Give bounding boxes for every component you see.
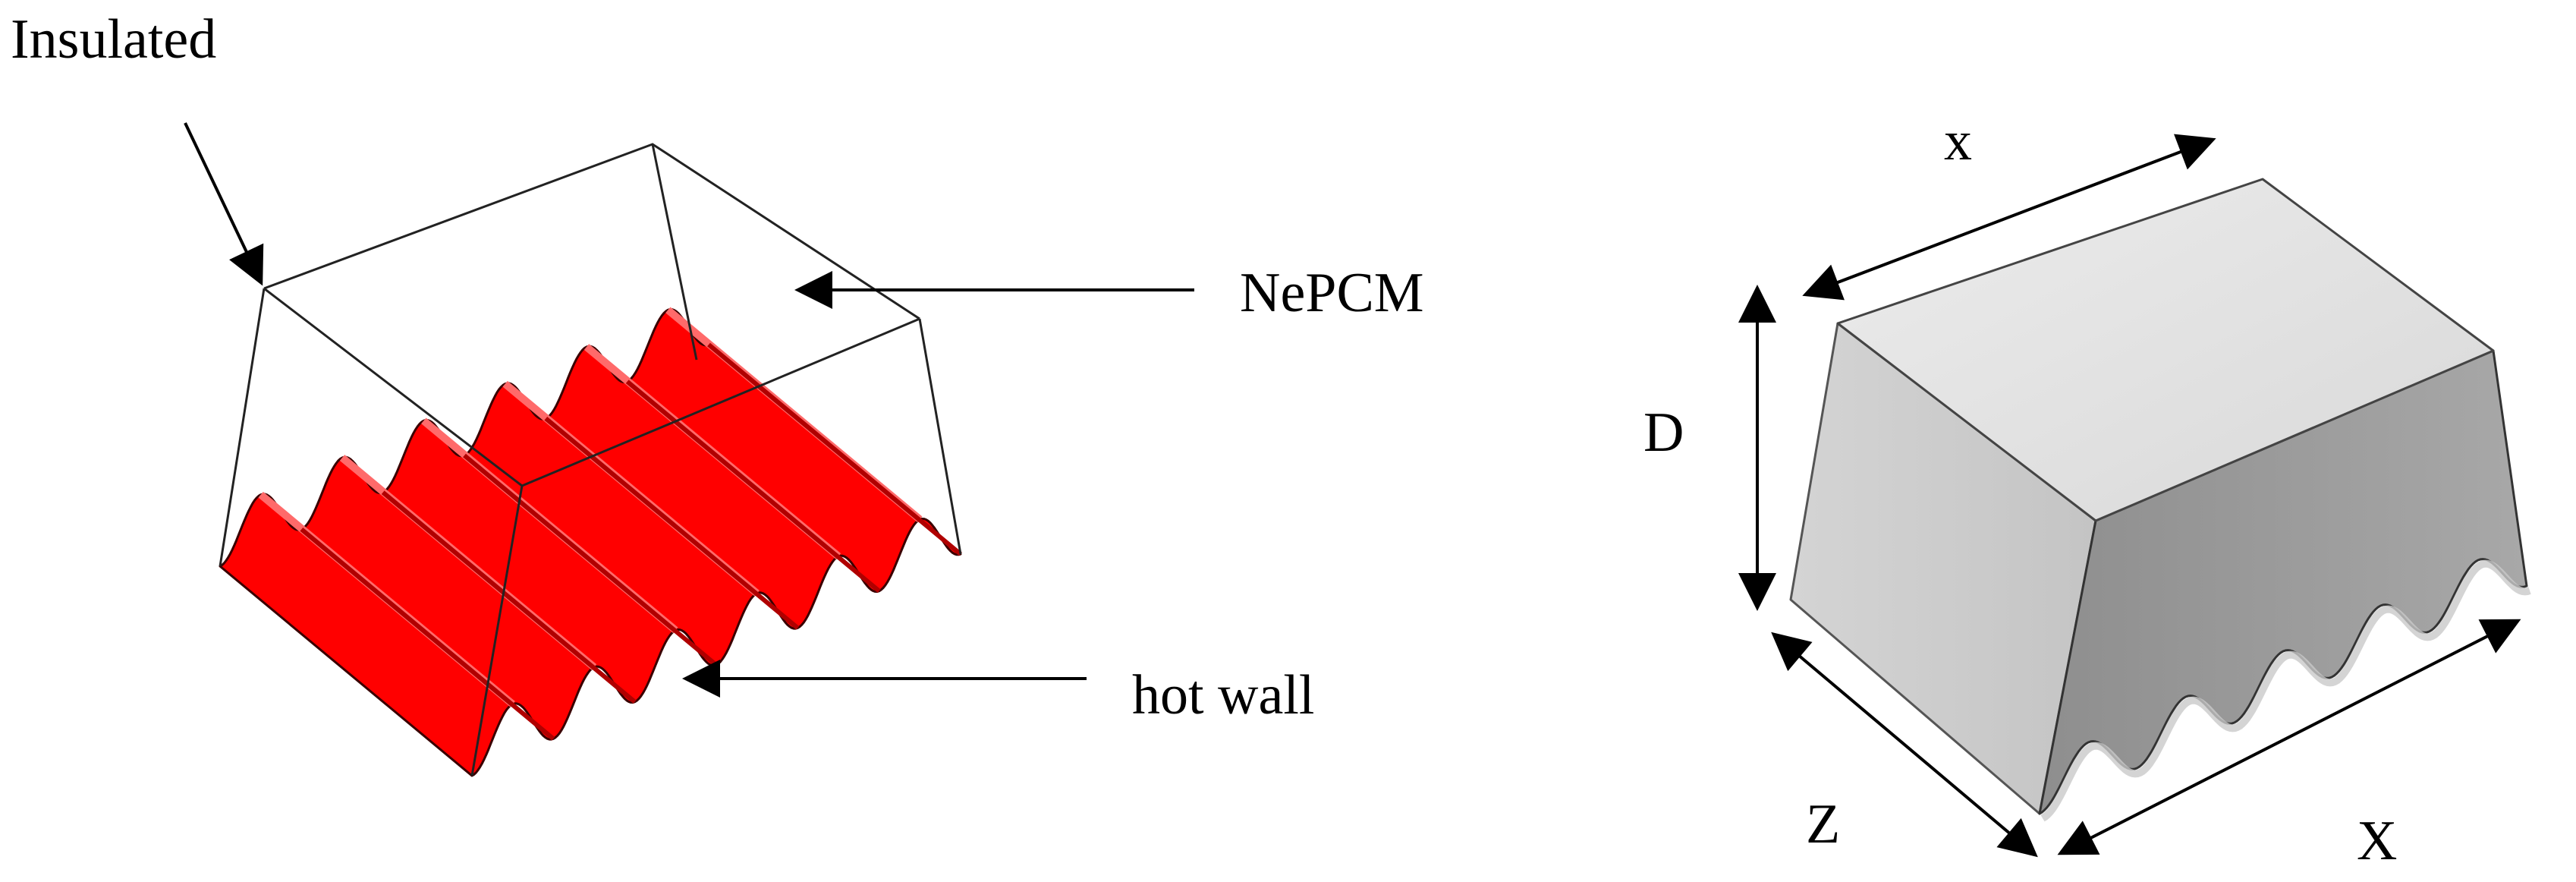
hot-wall-trough-shade	[544, 417, 800, 630]
hot-wall-trough-shade	[707, 342, 962, 556]
hot-wall-surface	[219, 307, 962, 777]
dimension-x-bottom-arrow	[2057, 619, 2521, 855]
hot-wall-trough-shade	[463, 453, 718, 667]
nepcm-label: NePCM	[1240, 262, 1424, 324]
insulated-label: Insulated	[11, 8, 216, 71]
dimension-d-label: D	[1643, 402, 1684, 464]
dimension-z-label: Z	[1806, 793, 1840, 855]
hot-wall-trough-shade	[381, 490, 637, 704]
insulated-arrow	[184, 122, 264, 286]
dimension-z-arrow	[1771, 632, 2038, 858]
dimension-x-top-label: x	[1944, 110, 1972, 172]
cavity-wireframe	[219, 143, 962, 776]
hot-wall-trough-shade	[625, 380, 881, 593]
hot-wall-label: hot wall	[1132, 664, 1314, 726]
dimension-x-top-arrow	[1802, 134, 2216, 301]
hot-wall-trough-shade	[300, 528, 555, 741]
right-block-diagram: x D Z X	[1643, 110, 2531, 872]
left-cavity-diagram: Insulated NePCM hot wall	[11, 8, 1424, 777]
dimension-x-bottom-label: X	[2357, 810, 2397, 872]
